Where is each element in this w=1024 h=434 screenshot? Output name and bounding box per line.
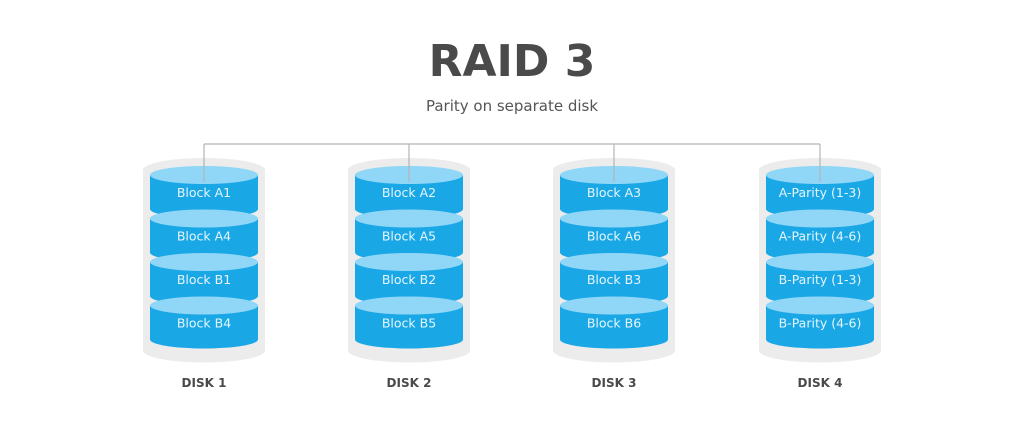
segment-top (766, 253, 874, 271)
segment-body (355, 218, 463, 262)
segment-label: Block A6 (587, 229, 641, 244)
segment-label: Block B5 (382, 316, 436, 331)
segment-label: Block A3 (587, 185, 641, 200)
disk-segment: Block A5 (355, 209, 463, 262)
segment-label: Block B2 (382, 272, 436, 287)
segment-body (150, 175, 258, 218)
segment-body (560, 175, 668, 218)
disk-label: DISK 3 (592, 376, 637, 390)
disk-label: DISK 2 (387, 376, 432, 390)
disk-2: Block A2 Block A5 Block B2 Block B5 DISK 2 (348, 158, 470, 390)
segment-body (766, 262, 874, 305)
segment-top (560, 253, 668, 271)
segment-label: Block B6 (587, 316, 641, 331)
segment-label: Block B1 (177, 272, 231, 287)
disk-3: Block A3 Block A6 Block B3 Block B6 DISK 3 (553, 158, 675, 390)
disk-segment: Block B4 (150, 296, 258, 349)
segment-top (766, 296, 874, 315)
diagram-title: RAID 3 (428, 36, 596, 87)
segment-top (766, 209, 874, 228)
segment-body (150, 262, 258, 305)
disk-label: DISK 4 (798, 376, 843, 390)
disk-4: A-Parity (1-3) A-Parity (4-6) B-Parity (1-… (759, 158, 881, 390)
diagram-subtitle: Parity on separate disk (425, 97, 599, 115)
segment-body (766, 218, 874, 262)
segment-body (355, 175, 463, 218)
segment-body (150, 305, 258, 349)
disk-segment: Block B2 (355, 253, 463, 305)
disk-segment: B-Parity (1-3) (766, 253, 874, 305)
segment-label: A-Parity (1-3) (779, 185, 861, 200)
segment-label: Block A4 (177, 229, 231, 244)
disk-segment: Block B6 (560, 296, 668, 349)
connector-lines (203, 143, 821, 182)
segment-body (766, 175, 874, 218)
disk-segment: A-Parity (4-6) (766, 209, 874, 262)
segment-top (355, 209, 463, 228)
disk-segment: Block B3 (560, 253, 668, 305)
disk-segment: Block B5 (355, 296, 463, 349)
disk-segment: Block A6 (560, 209, 668, 262)
segment-label: B-Parity (1-3) (779, 272, 862, 287)
segment-body (150, 218, 258, 262)
segment-body (560, 305, 668, 349)
disk-label: DISK 1 (182, 376, 227, 390)
segment-top (150, 209, 258, 228)
disk-1: Block A1 Block A4 Block B1 Block B4 DISK 1 (143, 158, 265, 390)
segment-top (355, 296, 463, 315)
segment-label: Block A1 (177, 185, 231, 200)
disk-segment: Block B1 (150, 253, 258, 305)
segment-body (560, 262, 668, 305)
segment-top (150, 296, 258, 315)
segment-label: Block B3 (587, 272, 641, 287)
segment-label: Block B4 (177, 316, 231, 331)
segment-top (355, 253, 463, 271)
segment-label: Block A2 (382, 185, 436, 200)
segment-body (355, 262, 463, 305)
segment-top (150, 253, 258, 271)
disk-segment: Block A4 (150, 209, 258, 262)
segment-top (560, 209, 668, 228)
segment-body (560, 218, 668, 262)
segment-label: B-Parity (4-6) (779, 316, 862, 331)
segment-label: A-Parity (4-6) (779, 229, 861, 244)
segment-top (560, 296, 668, 315)
segment-label: Block A5 (382, 229, 436, 244)
segment-body (766, 305, 874, 349)
segment-body (355, 305, 463, 349)
disk-segment: B-Parity (4-6) (766, 296, 874, 349)
disk-segment: Block A1 (150, 166, 258, 218)
